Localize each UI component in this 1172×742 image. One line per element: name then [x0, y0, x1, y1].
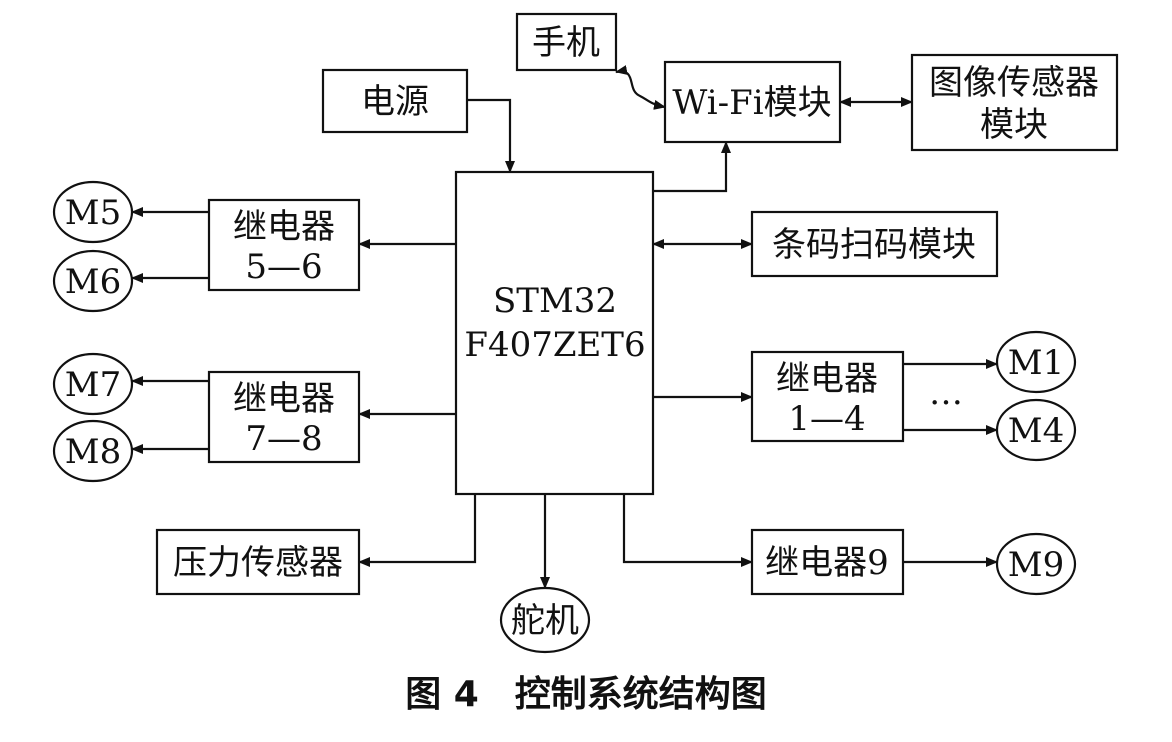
power-label: 电源 [361, 82, 429, 122]
servo-label: 舵机 [511, 601, 579, 641]
relay14-line1: 继电器 [776, 359, 878, 399]
phone-wifi-link [615, 65, 666, 110]
mcu-line1: STM32 [493, 281, 617, 321]
barcode-block: 条码扫码模块 [750, 210, 999, 278]
mcu-to-wifi-arrow [653, 141, 731, 193]
relay56-line2: 5—6 [245, 247, 322, 287]
phone-label: 手机 [532, 23, 600, 63]
motor-m8: M8 [52, 419, 134, 483]
ellipsis-dots: … [929, 373, 963, 413]
mcu-block: STM32 F407ZET6 [454, 170, 655, 496]
motor-m7-label: M7 [65, 365, 121, 405]
power-to-mcu-arrow [467, 98, 515, 173]
motor-m7: M7 [52, 352, 134, 416]
motor-m8-label: M8 [65, 432, 121, 472]
image-sensor-line2: 模块 [980, 105, 1048, 145]
image-sensor-block: 图像传感器 模块 [910, 53, 1119, 152]
relay14-block: 继电器 1—4 [750, 350, 905, 443]
relay78-block: 继电器 7—8 [207, 370, 361, 464]
motor-m5: M5 [52, 180, 134, 244]
pressure-block: 压力传感器 [155, 528, 361, 596]
figure-caption: 图 4 控制系统结构图 [405, 674, 767, 715]
motor-m6: M6 [52, 249, 134, 313]
relay78-line1: 继电器 [233, 379, 335, 419]
relay14-line2: 1—4 [788, 399, 865, 439]
relay9-label: 继电器9 [765, 543, 889, 583]
connectors [131, 65, 998, 589]
motor-m9: M9 [995, 532, 1077, 596]
mcu-to-pressure-arrow [358, 494, 477, 567]
servo-block: 舵机 [499, 586, 591, 654]
motor-m6-label: M6 [65, 262, 121, 302]
image-sensor-line1: 图像传感器 [929, 63, 1099, 103]
wifi-label: Wi-Fi模块 [672, 83, 831, 123]
motor-m1-label: M1 [1008, 343, 1064, 383]
motor-m4-label: M4 [1008, 411, 1064, 451]
motor-m5-label: M5 [65, 193, 121, 233]
motor-m4: M4 [995, 398, 1077, 462]
mcu-to-relay9-arrow [622, 494, 753, 567]
pressure-label: 压力传感器 [173, 543, 343, 583]
mcu-line2: F407ZET6 [464, 325, 645, 365]
relay56-line1: 继电器 [233, 207, 335, 247]
wifi-block: Wi-Fi模块 [663, 60, 842, 144]
motor-m1: M1 [995, 330, 1077, 394]
relay9-block: 继电器9 [750, 528, 905, 596]
motor-m9-label: M9 [1008, 545, 1064, 585]
barcode-label: 条码扫码模块 [772, 225, 976, 265]
phone-block: 手机 [515, 12, 618, 72]
relay56-block: 继电器 5—6 [207, 198, 361, 292]
power-block: 电源 [321, 68, 469, 134]
relay78-line2: 7—8 [245, 419, 322, 459]
